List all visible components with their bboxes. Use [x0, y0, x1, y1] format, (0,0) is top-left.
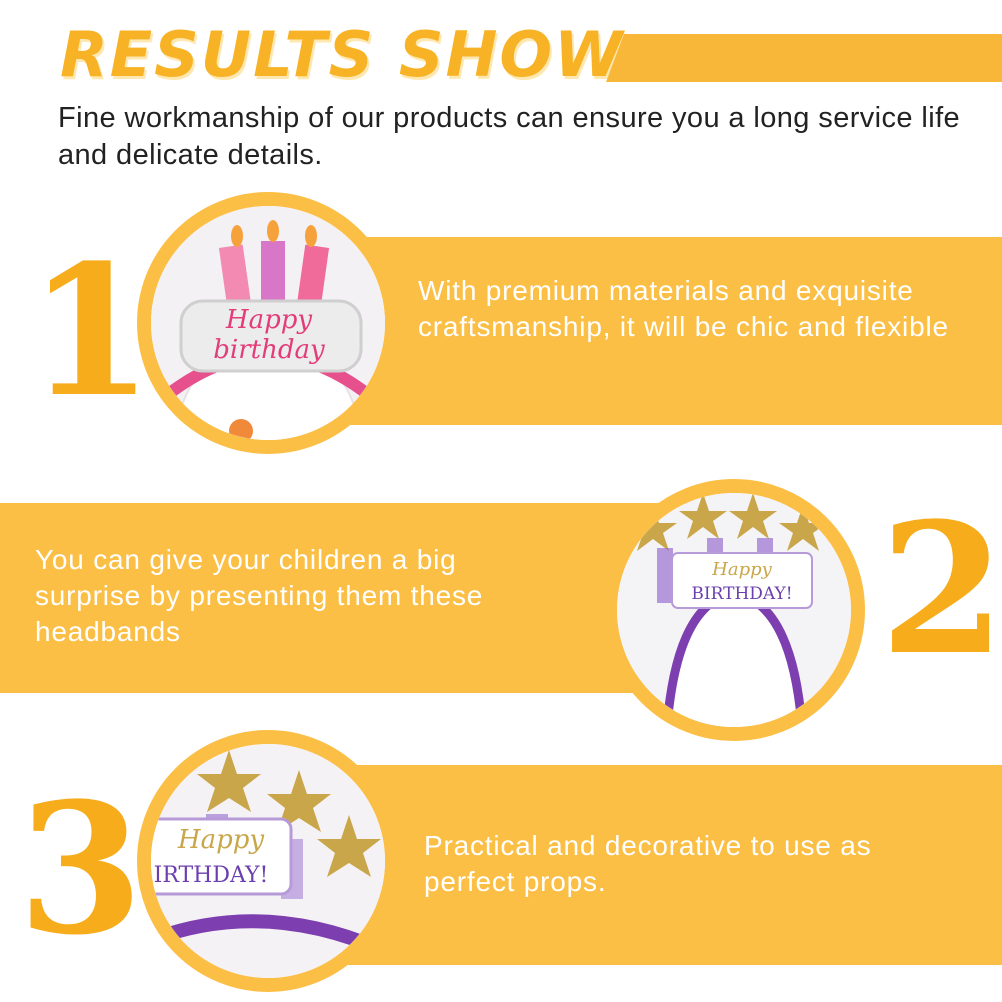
feature-1-text: With premium materials and exquisite cra… [418, 275, 949, 342]
page-title: RESULTS SHOW [60, 18, 625, 91]
feature-2-photo: Happy BIRTHDAY! [603, 479, 865, 741]
photo-1-label-bottom: birthday [213, 335, 325, 365]
photo-1-label-top: Happy [225, 305, 312, 335]
intro-text: Fine workmanship of our products can ens… [58, 102, 961, 171]
feature-3-number: 3 [18, 764, 144, 975]
photo-2-label-top: Happy [711, 559, 772, 580]
photo-2-label-bottom: BIRTHDAY! [691, 584, 792, 604]
pink-birthday-headband-image: Happy birthday [151, 206, 385, 440]
feature-3-text: Practical and decorative to use as perfe… [424, 830, 872, 897]
photo-3-label-top: Happy [177, 825, 264, 855]
feature-1-photo: Happy birthday [137, 192, 399, 454]
feature-3-band [340, 765, 1002, 965]
feature-2-number: 2 [880, 484, 1002, 695]
title-accent-bar [606, 34, 1002, 82]
feature-3-photo: Happy IRTHDAY! [137, 730, 399, 992]
feature-1-number: 1 [28, 226, 154, 437]
purple-birthday-headband-image: Happy BIRTHDAY! [617, 493, 851, 727]
closeup-birthday-headband-image: Happy IRTHDAY! [151, 744, 385, 978]
feature-2-band [0, 503, 680, 693]
feature-2-text: You can give your children a big surpris… [35, 544, 484, 647]
photo-3-label-bottom: IRTHDAY! [154, 863, 269, 888]
feature-1-band [340, 237, 1002, 425]
